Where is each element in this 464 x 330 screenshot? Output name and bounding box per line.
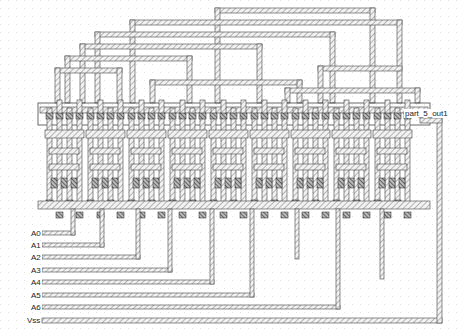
signal-pin-label: A1 bbox=[30, 241, 42, 250]
signal-pin-label: A6 bbox=[30, 303, 42, 312]
output-pin-label: part_5_out1 bbox=[404, 109, 449, 118]
signal-pin-label: A4 bbox=[30, 278, 42, 287]
signal-pin-label: A5 bbox=[30, 291, 42, 300]
signal-pin-label: A2 bbox=[30, 253, 42, 262]
signal-pin-label: A3 bbox=[30, 266, 42, 275]
signal-pin-label: A0 bbox=[30, 229, 42, 238]
power-pin-label: Vss bbox=[26, 316, 41, 325]
